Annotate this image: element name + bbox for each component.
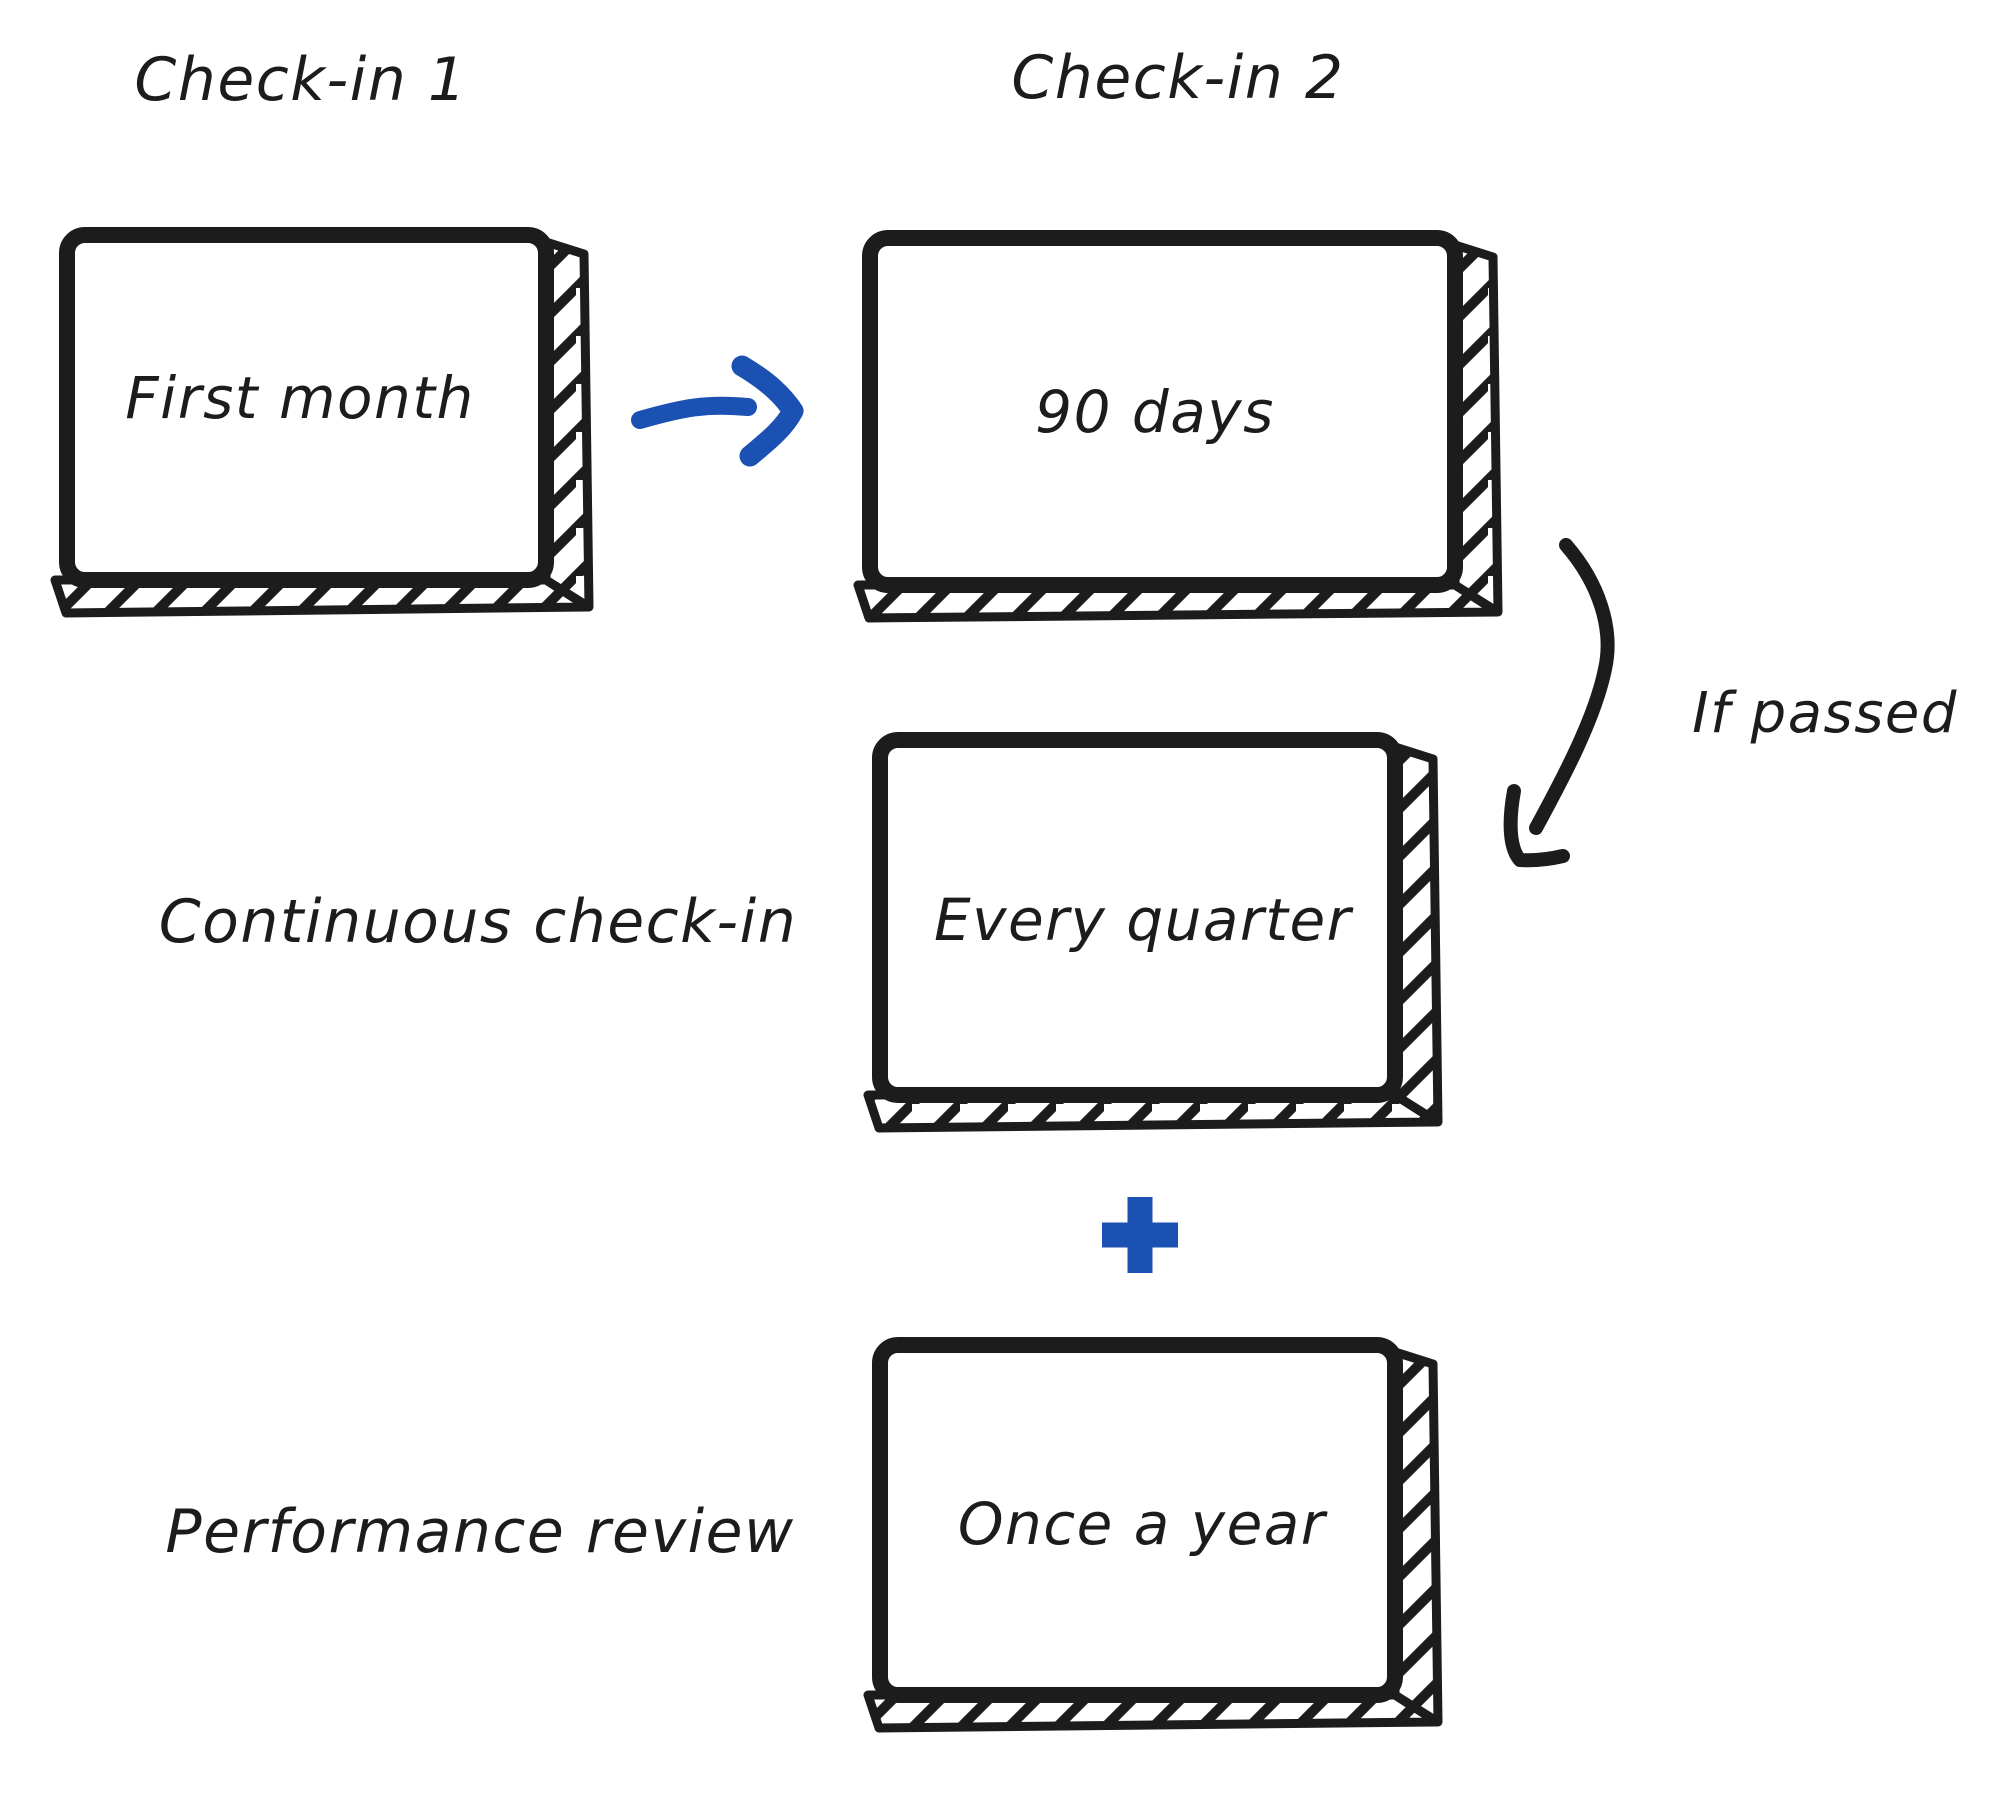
label-checkin-1: Check-in 1	[134, 45, 468, 115]
node-box-first-month	[50, 227, 594, 618]
label-performance-review: Performance review	[165, 1497, 795, 1567]
node-text-first-month: First month	[125, 364, 475, 432]
plus-icon	[1102, 1197, 1178, 1273]
blue-arrow-icon	[631, 355, 804, 467]
edge-label-if-passed: If passed	[1692, 681, 1958, 746]
label-checkin-2: Check-in 2	[1011, 43, 1345, 113]
curved-arrow-icon	[1503, 538, 1615, 868]
node-text-every-quarter: Every quarter	[934, 886, 1352, 954]
node-text-90-days: 90 days	[1035, 378, 1275, 446]
node-text-once-a-year: Once a year	[957, 1490, 1327, 1558]
node-box-once-a-year	[863, 1337, 1443, 1733]
node-box-every-quarter	[863, 732, 1443, 1133]
node-box-90-days	[853, 230, 1503, 623]
label-continuous-checkin: Continuous check-in	[158, 887, 798, 957]
